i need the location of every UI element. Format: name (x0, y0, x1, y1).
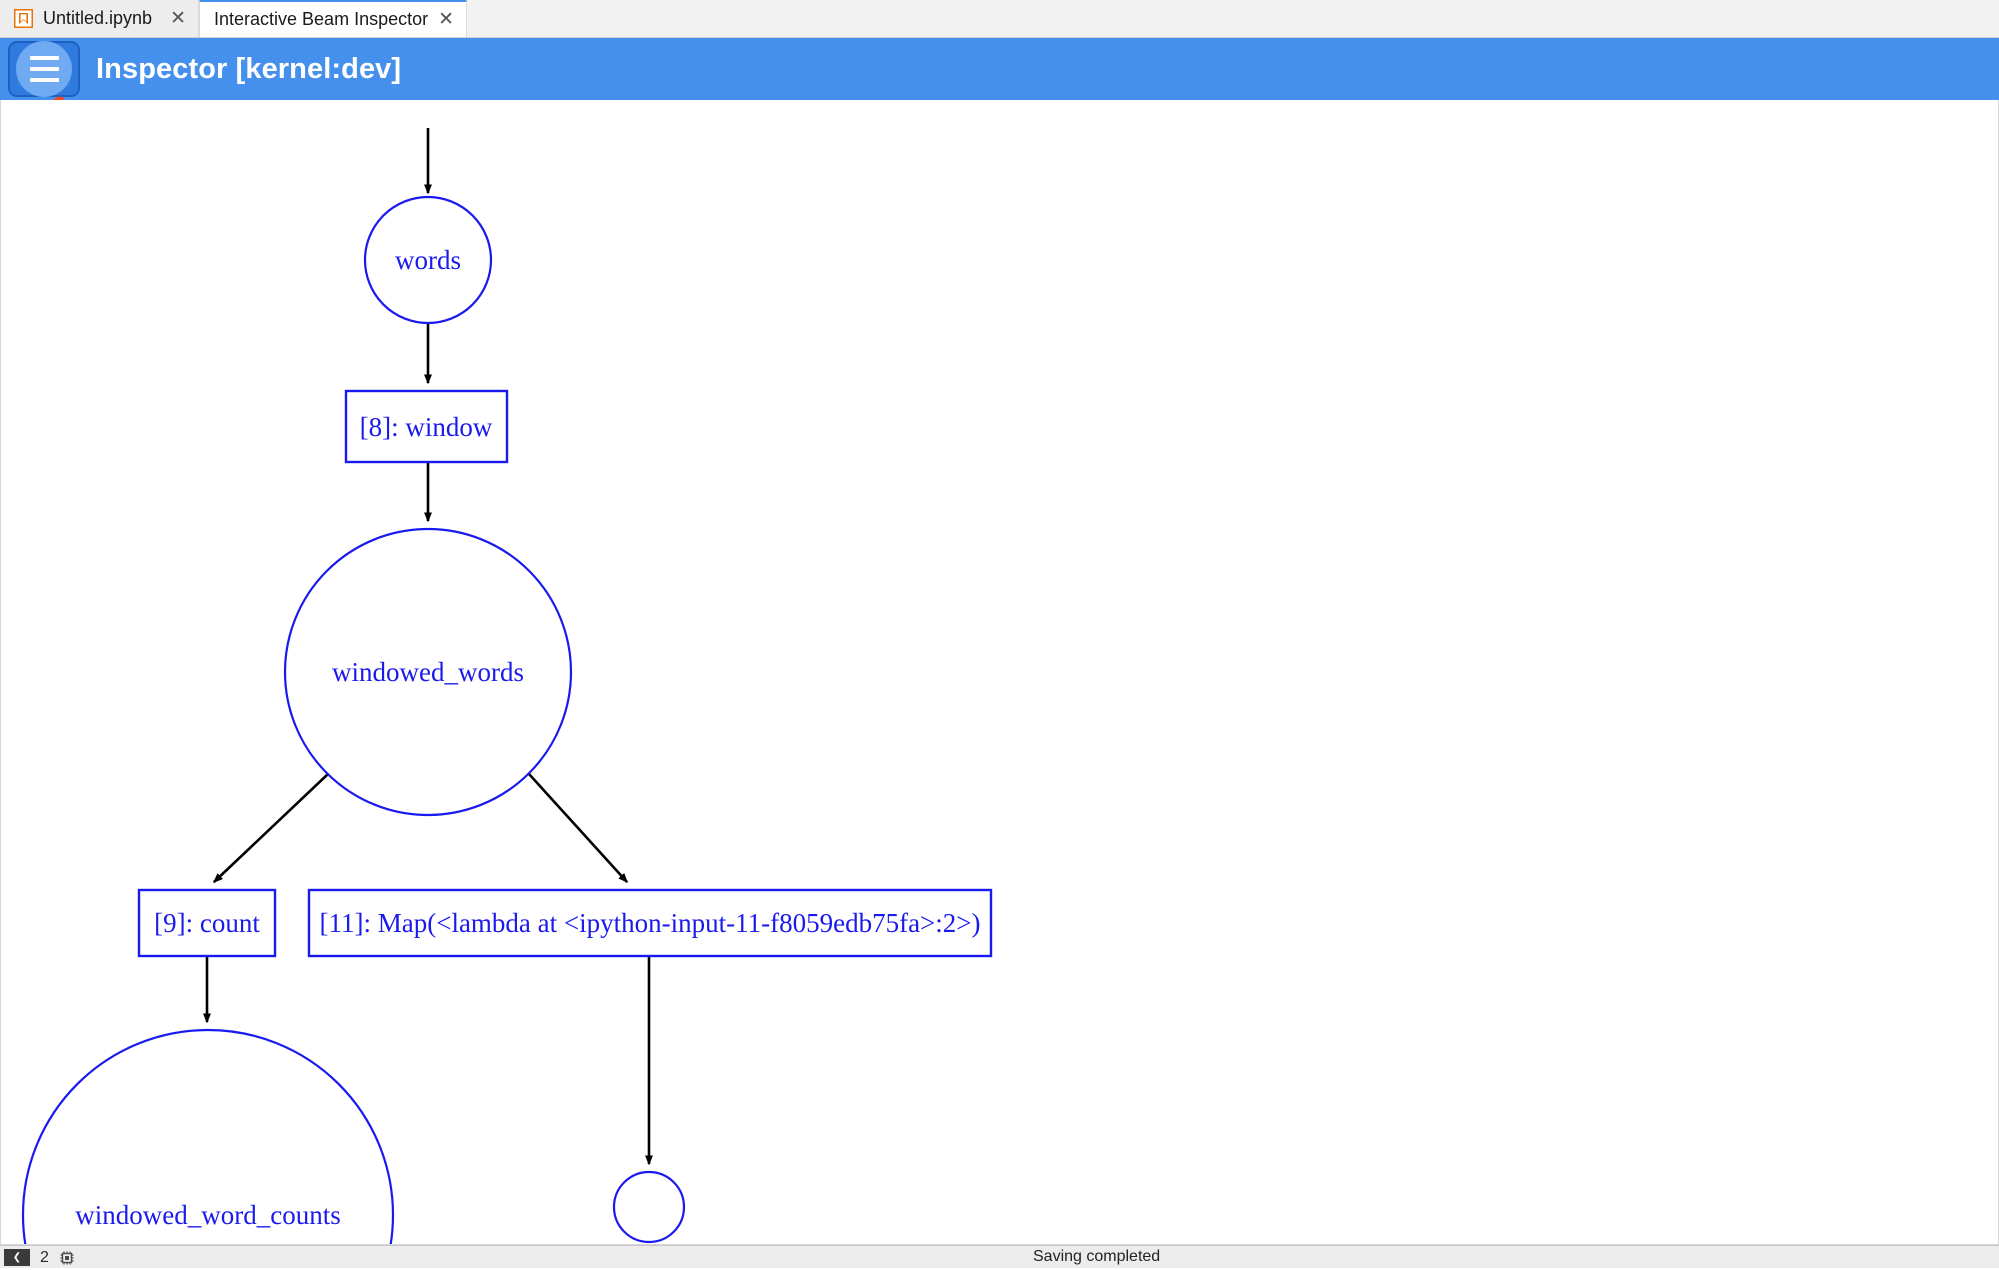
node-map-lambda[interactable]: [11]: Map(<lambda at <ipython-input-11-f… (307, 888, 993, 958)
edge-windowed-words-to-count (212, 773, 329, 883)
beam-pipeline-graph[interactable]: words [8]: window windowed_words [9]: co… (0, 100, 1999, 1245)
page-title: Inspector [kernel:dev] (96, 52, 402, 85)
edge-windowed-words-to-map (528, 773, 628, 884)
node-label: windowed_words (332, 657, 524, 687)
node-label: windowed_word_counts (75, 1200, 340, 1230)
hamburger-icon (16, 41, 72, 97)
node-label: words (395, 245, 461, 275)
node-window[interactable]: [8]: window (344, 389, 509, 464)
close-icon[interactable]: ✕ (170, 8, 186, 29)
tab-label: Interactive Beam Inspector (214, 9, 429, 29)
hamburger-menu-button[interactable] (8, 41, 80, 97)
node-count[interactable]: [9]: count (137, 888, 277, 958)
status-left-group: ❮ 2 (4, 1246, 75, 1269)
tab-untitled-notebook[interactable]: Untitled.ipynb ✕ (0, 0, 199, 37)
status-bar: ❮ 2 Saving completed (0, 1245, 1999, 1268)
notebook-icon (13, 8, 34, 29)
tab-bar: Untitled.ipynb ✕ Interactive Beam Inspec… (0, 0, 1999, 38)
graph-nodes: words [8]: window windowed_words [9]: co… (21, 195, 993, 1245)
terminal-icon[interactable]: ❮ (4, 1249, 30, 1266)
tab-interactive-beam-inspector[interactable]: Interactive Beam Inspector ✕ (199, 0, 468, 37)
node-label: [11]: Map(<lambda at <ipython-input-11-f… (320, 908, 981, 938)
inspector-header: Inspector [kernel:dev] (0, 38, 1999, 100)
tab-label: Untitled.ipynb (43, 8, 153, 28)
node-words[interactable]: words (363, 195, 493, 325)
node-label: [8]: window (360, 412, 493, 442)
node-windowed-words[interactable]: windowed_words (283, 527, 573, 817)
status-message: Saving completed (1033, 1248, 1161, 1265)
node-label: [9]: count (154, 908, 260, 938)
node-windowed-word-counts[interactable]: windowed_word_counts (21, 1028, 395, 1245)
kernel-chip-icon[interactable] (59, 1250, 75, 1266)
node-unnamed-pcoll[interactable] (612, 1170, 686, 1244)
graph-edges (203, 128, 653, 1166)
status-count[interactable]: 2 (40, 1248, 49, 1266)
close-icon[interactable]: ✕ (438, 9, 455, 30)
